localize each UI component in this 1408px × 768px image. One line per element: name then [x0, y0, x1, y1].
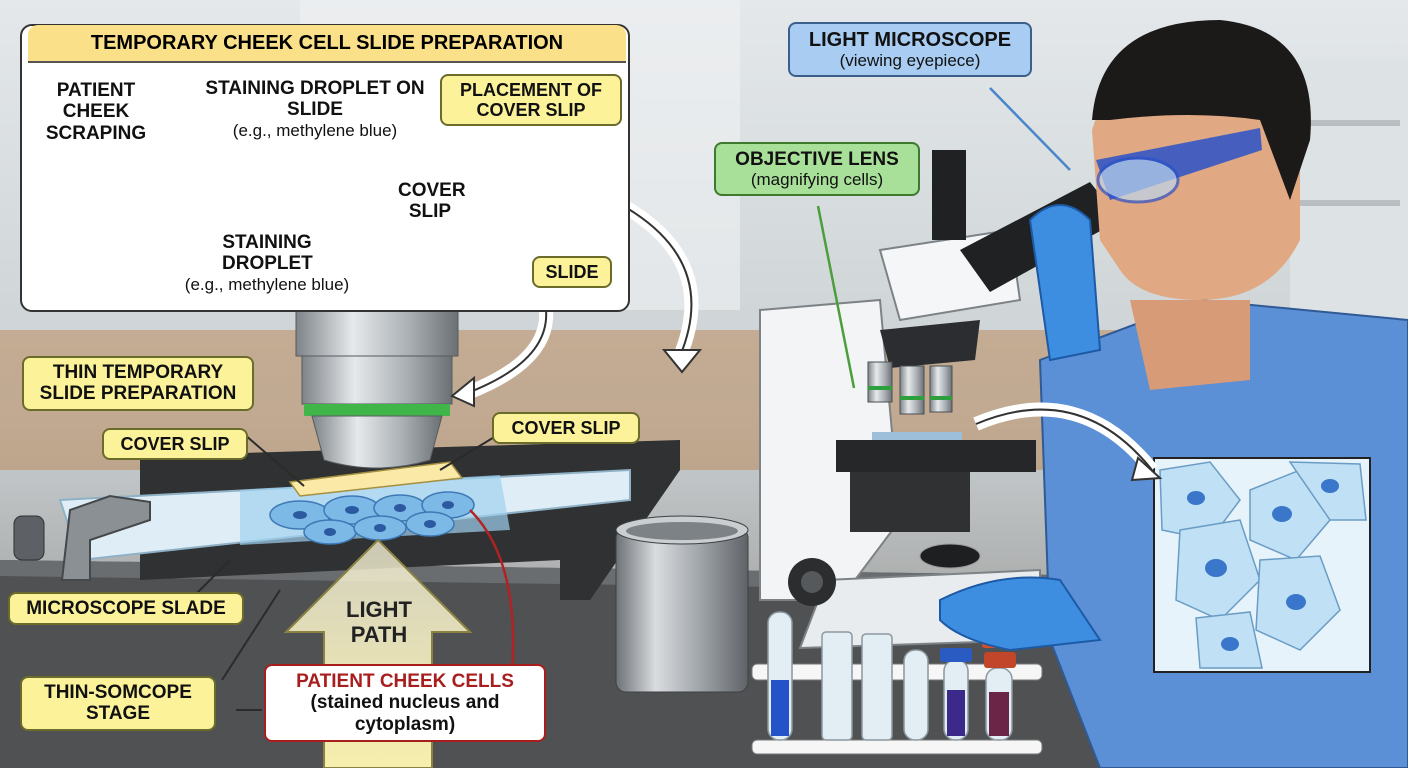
label-placement-of-cover-slip: PLACEMENT OF COVER SLIP	[440, 74, 622, 127]
label-cover-slip-right: COVER SLIP	[492, 412, 640, 445]
label-patient-cheek-cells-sub: (stained nucleus and cytoplasm)	[310, 692, 500, 735]
step-staining-droplet-sub: (e.g., methylene blue)	[184, 274, 350, 294]
label-patient-cheek-cells: PATIENT CHEEK CELLS (stained nucleus and…	[264, 664, 546, 742]
label-light-microscope-sub: (viewing eyepiece)	[839, 51, 981, 71]
label-light-microscope: LIGHT MICROSCOPE (viewing eyepiece)	[788, 22, 1032, 78]
step-droplet-on-slide-sub: (e.g., methylene blue)	[232, 120, 398, 140]
label-objective-lens-sub: (magnifying cells)	[750, 170, 884, 190]
label-slide: SLIDE	[532, 256, 612, 289]
slide-preparation-panel	[20, 24, 630, 312]
label-cover-slip-left: COVER SLIP	[102, 428, 248, 461]
prep-panel-title: TEMPORARY CHEEK CELL SLIDE PREPARATION	[28, 25, 626, 63]
step-staining-droplet-title: STAINING DROPLET	[222, 232, 313, 275]
step-staining-droplet: STAINING DROPLET (e.g., methylene blue)	[160, 232, 374, 294]
step-droplet-on-slide: STAINING DROPLET ON SLIDE (e.g., methyle…	[200, 78, 430, 140]
label-light-path: LIGHT PATH	[346, 597, 412, 647]
label-objective-lens: OBJECTIVE LENS (magnifying cells)	[714, 142, 920, 197]
label-patient-cheek-cells-title: PATIENT CHEEK CELLS	[296, 671, 514, 692]
step-droplet-on-slide-title: STAINING DROPLET ON SLIDE	[205, 78, 425, 121]
label-thin-temporary-slide: THIN TEMPORARY SLIDE PREPARATION	[22, 356, 254, 411]
label-stage: THIN-SOMCOPE STAGE	[20, 676, 216, 731]
step-patient-cheek-scraping: PATIENT CHEEK SCRAPING	[45, 80, 147, 144]
label-light-microscope-title: LIGHT MICROSCOPE	[808, 29, 1012, 51]
label-microscope-slade: MICROSCOPE SLADE	[8, 592, 244, 626]
label-objective-lens-title: OBJECTIVE LENS	[735, 149, 899, 170]
step-cover-slip: COVER SLIP	[398, 180, 466, 223]
